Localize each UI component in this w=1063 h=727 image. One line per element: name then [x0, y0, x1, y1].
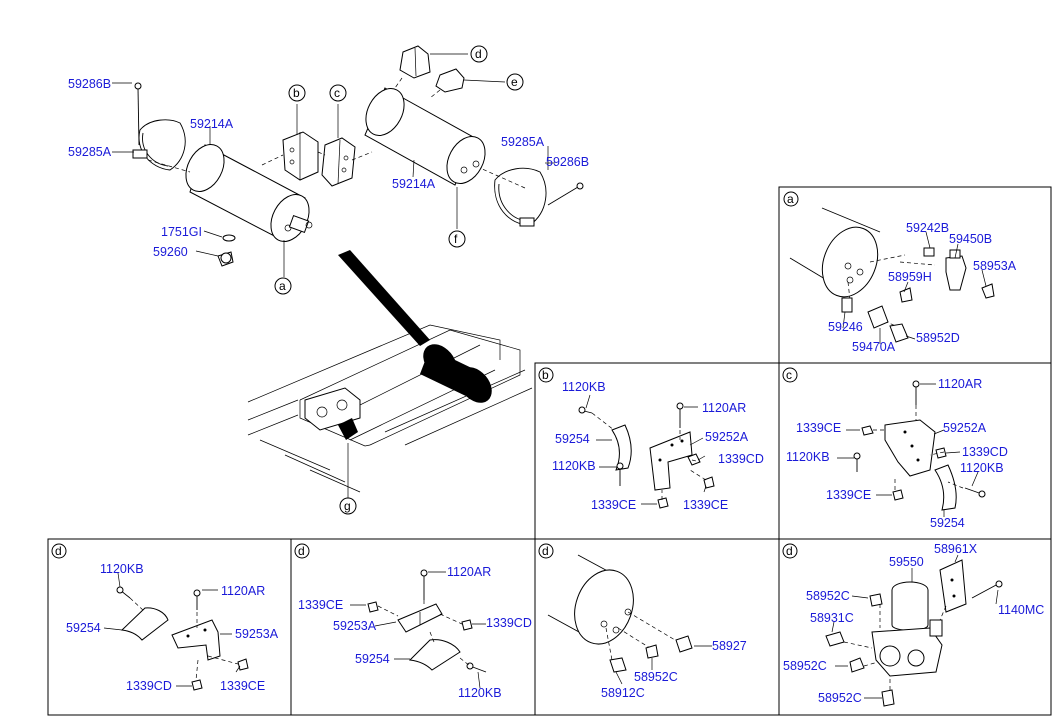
panel-a: a 59242B 59450B 58953A 58959H 59246 5947… [783, 191, 1017, 354]
main-labels: 59286B 59285A 59214A 1751GI 59260 59214A… [68, 77, 589, 259]
callout-d: d [475, 47, 482, 61]
main-assembly [112, 45, 584, 498]
label-58952c: 58952C [634, 670, 678, 684]
label-59254: 59254 [66, 621, 101, 635]
label-58959h: 58959H [888, 270, 932, 284]
callout-c: c [334, 86, 340, 100]
label-1339cd: 1339CD [126, 679, 172, 693]
panel-d2: d 1120AR 1339CE 59253A 1339CD 59254 1120… [294, 543, 532, 700]
label-58931c: 58931C [810, 611, 854, 625]
label-58952c: 58952C [806, 589, 850, 603]
label-1120ar: 1120AR [938, 377, 982, 391]
label-59260: 59260 [153, 245, 188, 259]
panel-b-tag: b [542, 368, 549, 382]
label-58952c-3: 58952C [818, 691, 862, 705]
panel-d3-tag: d [542, 544, 549, 558]
band-clamp-left [132, 82, 186, 171]
label-59253a: 59253A [235, 627, 279, 641]
panel-b: b 1120KB 1120AR 59254 59252A 1339CD 1120… [538, 367, 764, 512]
band-clamp-right [494, 167, 584, 227]
label-58952d: 58952D [916, 331, 960, 345]
label-58953a: 58953A [973, 259, 1017, 273]
main-callouts: b c d e a f g [274, 45, 524, 515]
panel-d4: d 59550 58961X 58952C 1140MC 58931C 5895… [782, 542, 1044, 707]
panel-c-tag: c [786, 368, 792, 382]
label-59550: 59550 [889, 555, 924, 569]
bracket-d [399, 45, 431, 79]
callout-g: g [344, 499, 351, 513]
panel-d1-tag: d [55, 544, 62, 558]
label-59254: 59254 [930, 516, 965, 530]
label-1339cd: 1339CD [962, 445, 1008, 459]
label-58961x: 58961X [934, 542, 978, 556]
fittings-left [217, 234, 236, 267]
label-59214a: 59214A [190, 117, 234, 131]
callout-a: a [279, 279, 286, 293]
label-59254: 59254 [555, 432, 590, 446]
label-1339ce-2: 1339CE [683, 498, 728, 512]
label-59252a: 59252A [705, 430, 749, 444]
label-1120kb: 1120KB [562, 380, 606, 394]
label-59285a-right: 59285A [501, 135, 545, 149]
panel-d3: d 58927 58952C 58912C [538, 543, 747, 700]
label-58927: 58927 [712, 639, 747, 653]
label-1339ce: 1339CE [220, 679, 265, 693]
label-1120kb: 1120KB [458, 686, 502, 700]
label-58912c: 58912C [601, 686, 645, 700]
label-1339ce: 1339CE [298, 598, 343, 612]
label-59286b: 59286B [68, 77, 111, 91]
label-1120kb: 1120KB [100, 562, 144, 576]
label-59214a-right: 59214A [392, 177, 436, 191]
label-1339ce: 1339CE [796, 421, 841, 435]
label-1339ce: 1339CE [591, 498, 636, 512]
label-59470a: 59470A [852, 340, 896, 354]
air-tank-right [364, 87, 486, 186]
panel-a-tag: a [787, 192, 794, 206]
bracket-c [321, 137, 356, 187]
label-1120kb: 1120KB [786, 450, 830, 464]
label-59450b: 59450B [949, 232, 992, 246]
panel-d1: d 1120KB 1120AR 59254 59253A 1339CD 1339… [51, 543, 279, 693]
label-59286b-right: 59286B [546, 155, 589, 169]
panel-borders [47, 186, 1052, 716]
label-59246: 59246 [828, 320, 863, 334]
label-59254: 59254 [355, 652, 390, 666]
callout-b: b [293, 86, 300, 100]
label-59252a: 59252A [943, 421, 987, 435]
label-1339cd: 1339CD [718, 452, 764, 466]
vehicle-chassis [247, 250, 533, 493]
label-1751gi: 1751GI [161, 225, 202, 239]
label-1339ce-2: 1339CE [826, 488, 871, 502]
air-tank-left [185, 144, 313, 242]
callout-e: e [511, 75, 518, 89]
label-1120ar: 1120AR [702, 401, 746, 415]
label-59253a: 59253A [333, 619, 377, 633]
label-1140mc: 1140MC [998, 603, 1044, 617]
callout-f: f [454, 232, 458, 246]
label-58952c-2: 58952C [783, 659, 827, 673]
bracket-b [282, 131, 319, 181]
label-1339cd: 1339CD [486, 616, 532, 630]
label-59242b: 59242B [906, 221, 949, 235]
label-1120ar: 1120AR [221, 584, 265, 598]
bracket-e [435, 68, 465, 93]
label-1120kb-2: 1120KB [552, 459, 596, 473]
panel-d2-tag: d [298, 544, 305, 558]
label-1120kb-2: 1120KB [960, 461, 1004, 475]
panel-c: c 1120AR 1339CE 59252A 1339CD 1120KB 112… [782, 367, 1008, 530]
label-1120ar: 1120AR [447, 565, 491, 579]
panel-d4-tag: d [786, 544, 793, 558]
label-59285a: 59285A [68, 145, 112, 159]
